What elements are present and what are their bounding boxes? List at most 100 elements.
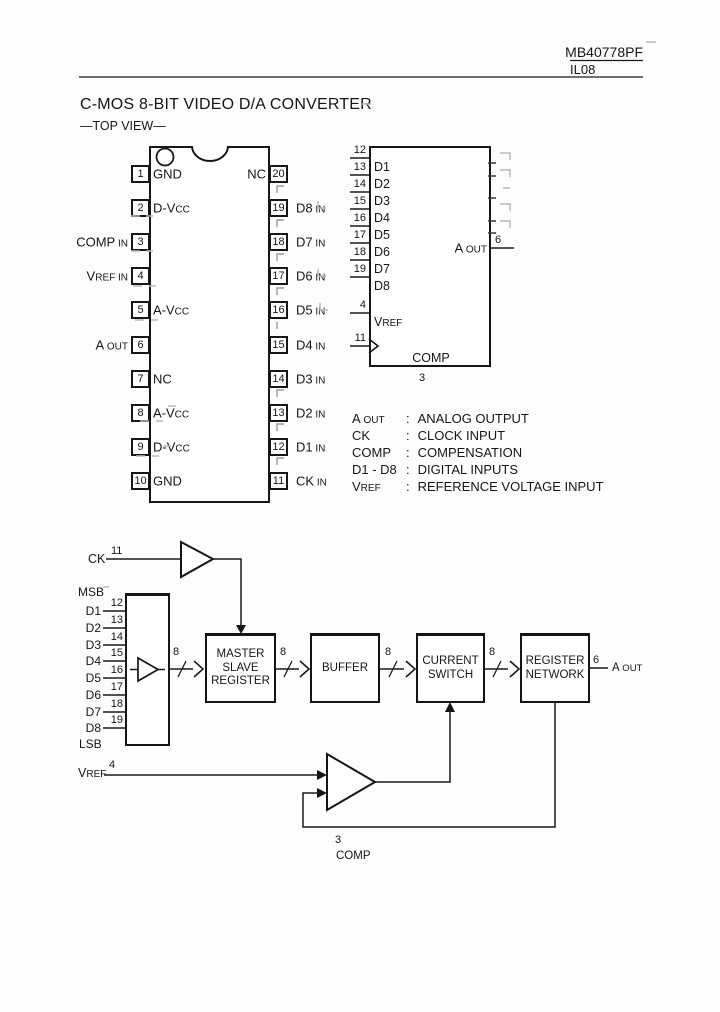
func-pin-14: 14 — [353, 178, 366, 190]
block-buffer: BUFFER — [310, 633, 380, 703]
block-aout-pin: 6 — [593, 654, 600, 666]
pin-number: 14 — [272, 373, 285, 385]
block-master-slave-register: MASTER SLAVE REGISTER — [205, 633, 276, 703]
scan-ticks — [276, 185, 284, 465]
func-pin-4: 4 — [359, 299, 366, 311]
dip-pin-11-outer-label: CK IN — [296, 473, 327, 489]
func-pin-15: 15 — [353, 195, 366, 207]
dip-pin-19: 19 — [269, 199, 288, 217]
block-input-d3-pin: 14 — [110, 631, 123, 643]
legend-def: CLOCK INPUT — [417, 428, 506, 443]
block-current-switch: CURRENT SWITCH — [416, 633, 485, 703]
dip-pin-18-outer-label: D7 IN — [296, 234, 326, 250]
dip-pin-7: 7 — [131, 370, 150, 388]
dip-pin-3-outer-label: COMP IN — [76, 234, 128, 250]
dip-pin-6: 6 — [131, 336, 150, 354]
func-label-d8: D8 — [374, 279, 390, 293]
func-label-aout: A OUT — [454, 240, 487, 256]
header-rules — [79, 59, 643, 78]
bus-width-3: 8 — [385, 646, 392, 658]
dip-pin-17-outer-label: D6 IN — [296, 268, 326, 284]
block-input-d3: D3 — [85, 638, 101, 652]
pin-number: 6 — [137, 339, 144, 351]
legend-colon: : — [406, 445, 410, 460]
block-input-d5-pin: 16 — [110, 664, 123, 676]
pin-number: 9 — [137, 441, 144, 453]
block-comp-pin: 3 — [335, 834, 342, 846]
func-pin-13: 13 — [353, 161, 366, 173]
dip-pin-20-label: NC — [247, 166, 266, 182]
dip-pin-10: 10 — [131, 472, 150, 490]
legend-def: ANALOG OUTPUT — [417, 411, 529, 426]
func-pin-12: 12 — [353, 144, 366, 156]
pin-number: 17 — [272, 270, 285, 282]
dip-pin-14: 14 — [269, 370, 288, 388]
bus-width-2: 8 — [280, 646, 287, 658]
pin-number: 7 — [137, 373, 144, 385]
block-input-d1: D1 — [85, 604, 101, 618]
dip-pin-2-label: D-VCC — [153, 200, 190, 216]
func-label-comp: COMP — [412, 351, 450, 365]
pin-number: 5 — [137, 304, 144, 316]
func-comp-pin: 3 — [419, 372, 426, 384]
func-label-d1: D1 — [374, 160, 390, 174]
legend-row-aout: A OUT:ANALOG OUTPUT — [352, 411, 529, 426]
block-input-d4: D4 — [85, 654, 101, 668]
func-pin-17: 17 — [353, 229, 366, 241]
block-input-d6-pin: 17 — [110, 681, 123, 693]
dip-pin-4-outer-label: VREF IN — [86, 268, 128, 284]
dip-pin-19-outer-label: D8 IN — [296, 200, 326, 216]
func-label-d3: D3 — [374, 194, 390, 208]
part-number: MB40778PF — [565, 44, 643, 60]
block-input-d7-pin: 18 — [110, 698, 123, 710]
arrow-feedback-input — [317, 788, 327, 798]
dip-pin-1: 1 — [131, 165, 150, 183]
block-input-d7: D7 — [85, 705, 101, 719]
block-input-register — [125, 593, 170, 746]
legend-row-vref: VREF: REFERENCE VOLTAGE INPUT — [352, 479, 604, 494]
pin-number: 10 — [134, 475, 147, 487]
block-ck-pin: 11 — [111, 545, 123, 557]
func-pin-19: 19 — [353, 263, 366, 275]
func-aout-pin: 6 — [495, 234, 502, 246]
block-input-d2-pin: 13 — [110, 614, 123, 626]
block-comp-label: COMP — [336, 850, 371, 862]
legend-term: COMP — [352, 445, 391, 460]
block-vref-pin: 4 — [109, 759, 116, 771]
func-pin-16: 16 — [353, 212, 366, 224]
legend-def: COMPENSATION — [417, 445, 523, 460]
legend-def: REFERENCE VOLTAGE INPUT — [417, 479, 604, 494]
pin-number: 16 — [272, 304, 285, 316]
dip-pin-12-outer-label: D1 IN — [296, 439, 326, 455]
block-input-d8-pin: 19 — [110, 714, 123, 726]
func-label-d5: D5 — [374, 228, 390, 242]
func-label-d7: D7 — [374, 262, 390, 276]
block-msb-label: MSB — [78, 585, 105, 599]
dip-pin-20: 20 — [269, 165, 288, 183]
legend-def: DIGITAL INPUTS — [417, 462, 519, 477]
dip-pin-12: 12 — [269, 438, 288, 456]
pin-number: 11 — [272, 475, 285, 487]
legend-row-d1d8: D1 - D8:DIGITAL INPUTS — [352, 462, 518, 477]
legend-colon: : — [406, 479, 410, 494]
legend-colon: : — [406, 462, 410, 477]
legend-row-ck: CK:CLOCK INPUT — [352, 428, 505, 443]
legend-colon: : — [406, 411, 410, 426]
legend-term: VREF — [352, 479, 381, 494]
dip-pin-6-outer-label: A OUT — [95, 337, 128, 353]
block-input-d5: D5 — [85, 671, 101, 685]
pin-number: 18 — [272, 236, 285, 248]
legend-row-comp: COMP: COMPENSATION — [352, 445, 522, 460]
dip-pin-17: 17 — [269, 267, 288, 285]
bus-width-4: 8 — [489, 646, 496, 658]
pin-number: 2 — [137, 202, 144, 214]
doc-code: IL08 — [570, 62, 596, 77]
dip-pin-2: 2 — [131, 199, 150, 217]
page-title: C-MOS 8-BIT VIDEO D/A CONVERTER — [80, 96, 372, 113]
dip-pin-3: 3 — [131, 233, 150, 251]
dip-pin-18: 18 — [269, 233, 288, 251]
func-label-d4: D4 — [374, 211, 390, 225]
block-lsb-label: LSB — [79, 737, 102, 751]
arrow-into-current-switch — [445, 702, 455, 712]
